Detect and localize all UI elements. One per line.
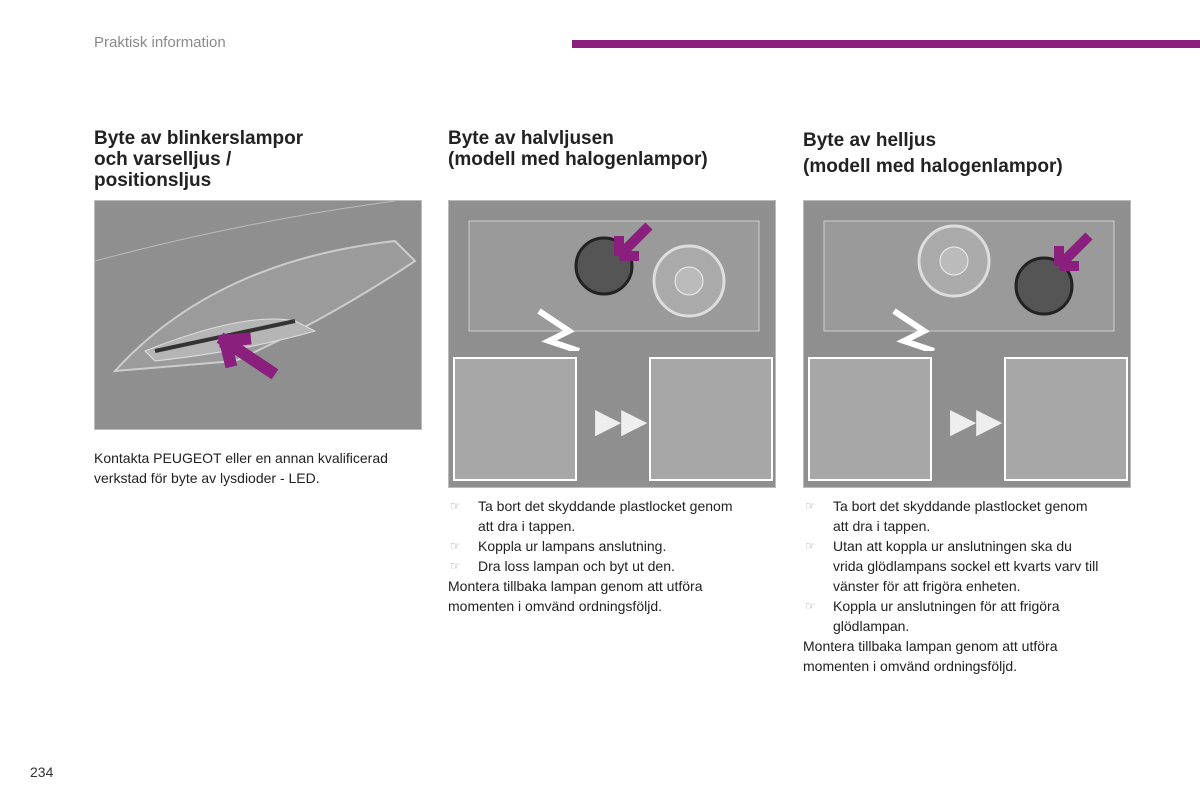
low-beam-illustration: ▶▶ — [448, 200, 776, 488]
title-line: (modell med halogenlampor) — [803, 156, 1063, 177]
step-image-bulb — [649, 357, 773, 481]
column-blinker: Byte av blinkerslampor och varselljus / … — [94, 128, 420, 191]
pointing-hand-icon: ☞ — [450, 499, 461, 513]
instruction-item: ☞Ta bort det skyddande plastlocket genom… — [805, 498, 1088, 534]
page-number: 234 — [30, 764, 54, 780]
title-line: och varselljus / — [94, 149, 232, 170]
title-line: positionsljus — [94, 170, 212, 191]
text-line: Montera tillbaka lampan genom att utföra — [803, 638, 1058, 654]
high-beam-illustration: ▶▶ — [803, 200, 1131, 488]
section-title: Byte av halvljusen (modell med halogenla… — [448, 128, 774, 170]
title-line: Byte av helljus — [803, 130, 937, 151]
blinker-note: Kontakta PEUGEOT eller en annan kvalific… — [94, 448, 434, 488]
headlight-unit-drawing — [823, 220, 1115, 354]
step-image-rotate — [808, 357, 932, 481]
next-step-arrows-icon: ▶▶ — [595, 402, 648, 440]
title-line: (modell med halogenlampor) — [448, 149, 708, 170]
header-accent-bar — [572, 40, 1200, 48]
section-title: Byte av helljus (modell med halogenlampo… — [803, 128, 1129, 180]
section-header: Praktisk information — [94, 34, 226, 51]
pointing-hand-icon: ☞ — [805, 499, 816, 513]
headlight-unit-drawing — [468, 220, 760, 354]
column-high-beam: Byte av helljus (modell med halogenlampo… — [803, 128, 1129, 180]
instruction-item: ☞Koppla ur lampans anslutning. — [450, 538, 667, 554]
pointing-hand-icon: ☞ — [805, 599, 816, 613]
instruction-item: ☞Dra loss lampan och byt ut den. — [450, 558, 675, 574]
text-line: Kontakta PEUGEOT eller en annan kvalific… — [94, 450, 388, 466]
title-line: Byte av blinkerslampor — [94, 128, 304, 149]
blinker-illustration — [94, 200, 422, 430]
section-title: Byte av blinkerslampor och varselljus / … — [94, 128, 420, 191]
step-image-disconnect — [1004, 357, 1128, 481]
low-beam-instructions: ☞Ta bort det skyddande plastlocket genom… — [448, 496, 788, 616]
instruction-item: ☞Ta bort det skyddande plastlocket genom… — [450, 498, 733, 534]
step-image-unplug — [453, 357, 577, 481]
title-line: Byte av halvljusen — [448, 128, 614, 149]
pointing-hand-icon: ☞ — [450, 559, 461, 573]
text-line: momenten i omvänd ordningsföljd. — [448, 598, 663, 614]
column-low-beam: Byte av halvljusen (modell med halogenla… — [448, 128, 774, 170]
next-step-arrows-icon: ▶▶ — [950, 402, 1003, 440]
high-beam-instructions: ☞Ta bort det skyddande plastlocket genom… — [803, 496, 1143, 676]
text-line: momenten i omvänd ordningsföljd. — [803, 658, 1018, 674]
pointing-hand-icon: ☞ — [805, 539, 816, 553]
text-line: verkstad för byte av lysdioder - LED. — [94, 470, 320, 486]
pointing-hand-icon: ☞ — [450, 539, 461, 553]
text-line: Montera tillbaka lampan genom att utföra — [448, 578, 703, 594]
headlight-drawing — [94, 200, 417, 380]
